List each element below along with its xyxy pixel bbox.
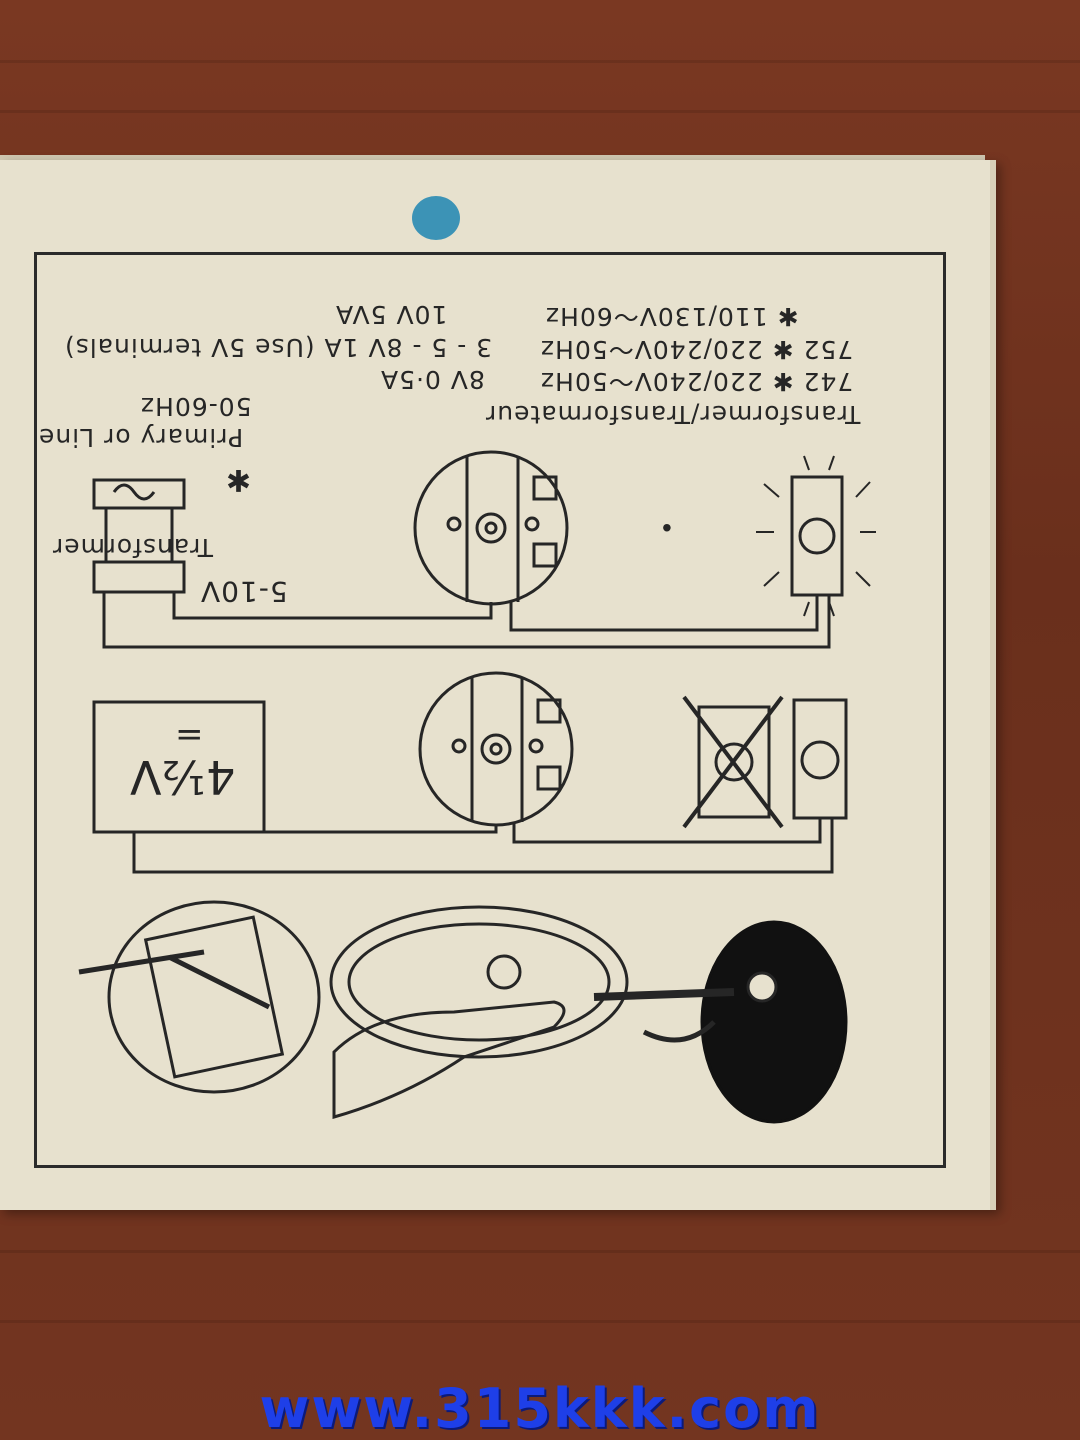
screw	[167, 954, 271, 1010]
bell-cover-open	[329, 905, 629, 1059]
svg-text:•: •	[662, 512, 672, 543]
hand	[332, 1000, 566, 1119]
transformer-terminals-low	[92, 560, 186, 594]
wood-grain	[0, 1320, 1080, 1323]
wiring-diagram: •	[78, 450, 876, 1124]
label-voltage-range: 5-10V	[200, 575, 288, 608]
watermark-text: www.315kkk.com	[259, 1377, 821, 1440]
spec-header: Transformer/Transformateur	[485, 400, 861, 429]
label-battery-voltage: 4½V	[130, 750, 236, 804]
bell-unit-top	[413, 450, 569, 606]
label-dc-symbol: =	[175, 715, 204, 755]
spec-row-110: ✱ 110/130V〜60Hz	[545, 302, 799, 331]
label-primary: Primary or Line	[38, 423, 244, 452]
spec-row-742: 742 ✱ 220/240V〜50Hz	[540, 367, 854, 396]
instruction-panel	[34, 252, 946, 1168]
crossed-button	[697, 705, 771, 819]
wood-grain	[0, 110, 1080, 113]
wood-grain	[0, 1250, 1080, 1253]
spec-row-752-output: 3 - 5 - 8V 1A (Use 5V terminals)	[64, 333, 493, 362]
label-asterisk: ✱	[225, 462, 252, 497]
label-primary-frequency: 50-60Hz	[140, 392, 252, 421]
spec-row-752: 752 ✱ 220/240V〜50Hz	[540, 335, 854, 364]
label-transformer: Transformer	[52, 533, 214, 562]
wood-grain	[0, 60, 1080, 63]
blue-sticker	[412, 196, 460, 240]
bell-unit-bottom	[418, 671, 574, 827]
spec-row-742-output: 8V 0·5A	[380, 365, 485, 394]
bell-base	[107, 900, 321, 1094]
screw	[78, 949, 205, 975]
bell-cover-black	[700, 920, 848, 1124]
spec-row-110-output: 10V 5VA	[335, 300, 448, 329]
transformer-terminals-high	[92, 478, 186, 510]
battery-box	[92, 700, 266, 834]
